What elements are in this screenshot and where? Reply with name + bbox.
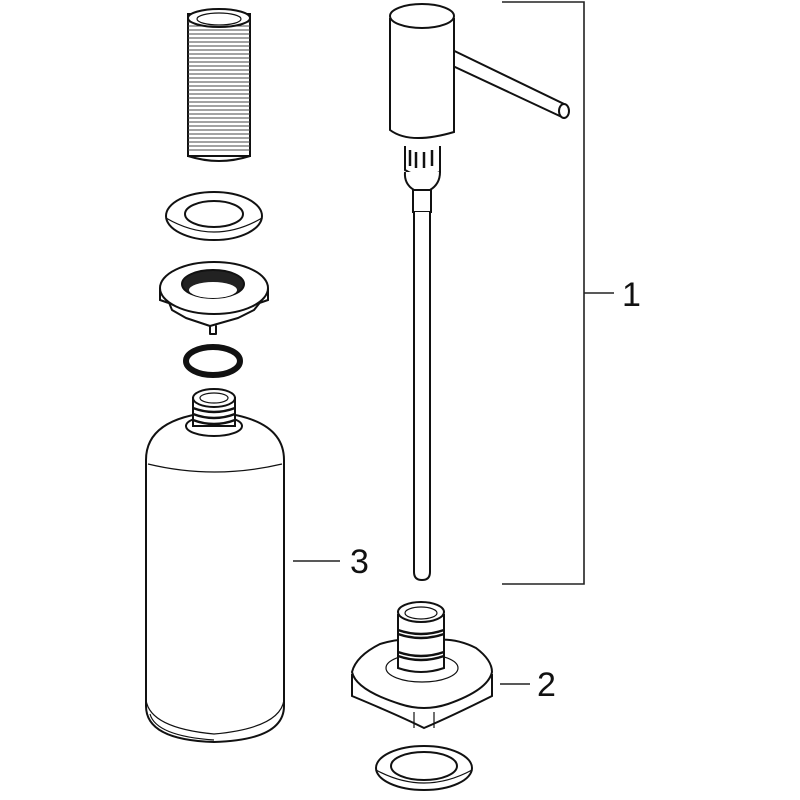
adapter-nut: [159, 261, 269, 335]
threaded-sleeve: [187, 8, 251, 162]
callout-label-1: 1: [622, 276, 641, 314]
mounting-flange: [350, 601, 494, 730]
o-ring: [183, 344, 243, 378]
callout-label-2: 2: [537, 666, 556, 704]
pump-head: [389, 3, 570, 582]
soap-bottle: [145, 388, 285, 744]
flat-washer: [165, 191, 263, 241]
callout-label-3: 3: [350, 543, 369, 581]
callout-1-bracket: [502, 1, 614, 585]
bottom-gasket: [375, 745, 473, 791]
